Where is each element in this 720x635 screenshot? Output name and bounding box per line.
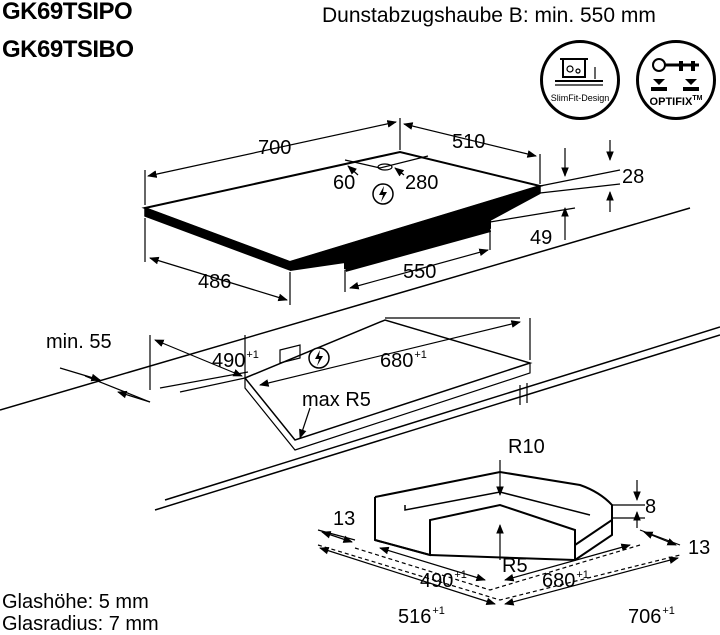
dim-detail-right-margin: 13	[688, 537, 711, 559]
dim-detail-step: 8	[645, 496, 657, 518]
hood-distance-note: Dunstabzugshaube B: min. 550 mm	[322, 4, 656, 27]
dim-cutout-depth: 490+1	[212, 349, 259, 372]
corner-profile	[374, 470, 613, 546]
dim-min-edge: min. 55	[46, 331, 112, 353]
optifix-clip-icon	[651, 58, 699, 91]
detail-dimension-lines	[319, 460, 679, 606]
hob-dimension-lines	[144, 118, 621, 305]
corner-detail-drawing	[317, 470, 681, 601]
dim-cutout-radius: max R5	[302, 389, 371, 411]
dim-detail-depth: 490+1	[420, 569, 467, 592]
worktop-drawing	[0, 207, 720, 511]
cutout-outline	[243, 319, 533, 441]
glass-height-note: Glashöhe: 5 mm	[2, 591, 149, 613]
dim-under-depth: 486	[198, 271, 232, 293]
dim-under-height: 49	[530, 227, 553, 249]
optifix-label: OPTIFIXTM	[649, 95, 703, 108]
dim-cutout-width: 680+1	[380, 349, 427, 372]
dim-detail-outer-radius: R10	[508, 436, 545, 458]
hob-lightning-icon	[372, 183, 394, 205]
dim-detail-outer-depth: 516+1	[398, 605, 445, 628]
dim-hob-thickness: 28	[622, 166, 645, 188]
dim-detail-inner-radius: R5	[502, 555, 528, 577]
dim-detail-outer-width: 706+1	[628, 605, 675, 628]
dim-hob-depth: 510	[452, 131, 486, 153]
dim-cable-right: 280	[405, 172, 439, 194]
cutout-lightning-icon	[308, 347, 330, 369]
dim-cable-left: 60	[333, 172, 356, 194]
dim-under-width: 550	[403, 261, 437, 283]
slimfit-pot-icon	[555, 58, 603, 86]
optifix-badge: OPTIFIXTM	[636, 40, 716, 120]
cutout-dimension-lines	[59, 317, 531, 439]
model-number-2: GK69TSIBO	[2, 36, 134, 63]
slimfit-label: SlimFit-Design	[550, 93, 610, 103]
glass-radius-note: Glasradius: 7 mm	[2, 613, 159, 635]
model-number-1: GK69TSIPO	[2, 0, 133, 25]
connection-box	[279, 344, 301, 364]
dim-hob-width: 700	[258, 137, 292, 159]
slimfit-badge: SlimFit-Design	[540, 40, 620, 120]
dim-detail-width: 680+1	[542, 569, 589, 592]
dim-detail-left-margin: 13	[333, 508, 356, 530]
